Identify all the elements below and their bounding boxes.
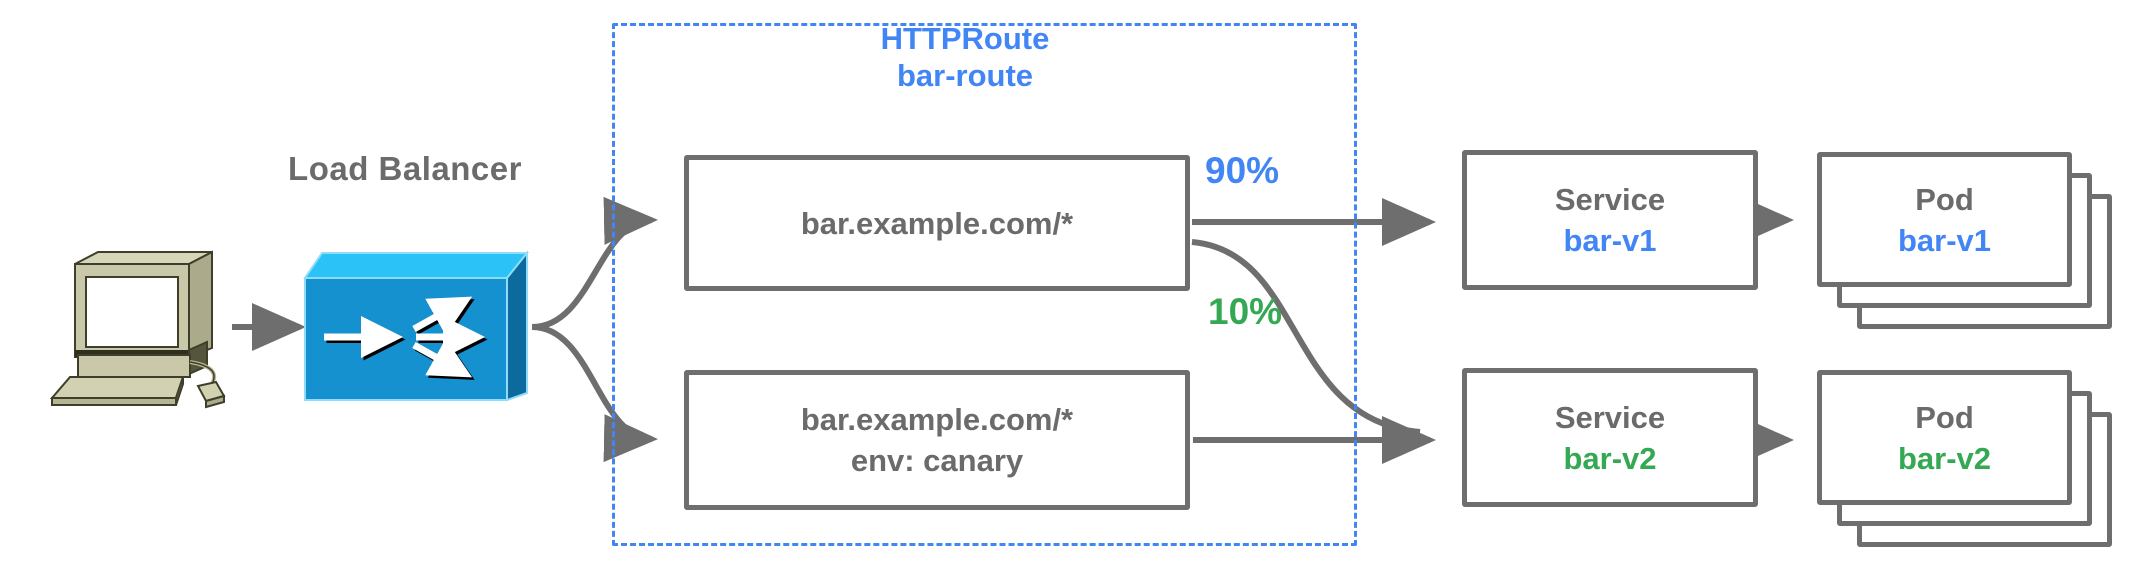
service-name-label: bar-v2	[1563, 440, 1657, 476]
pod-box-bar-v1: Pod bar-v1	[1817, 152, 2072, 287]
service-kind-label: Service	[1554, 399, 1666, 435]
weight-label-90: 90%	[1205, 150, 1280, 191]
pod-stack-bar-v1: Pod bar-v1	[1817, 152, 2112, 329]
route-rule-box-v1: bar.example.com/*	[684, 155, 1190, 291]
httproute-group-box	[612, 23, 1357, 546]
pod-name-label: bar-v1	[1897, 222, 1992, 258]
httproute-title: HTTPRoute bar-route	[760, 20, 1170, 94]
httproute-title-name: bar-route	[896, 58, 1034, 93]
pod-kind-label: Pod	[1915, 181, 1974, 217]
pod-kind-label: Pod	[1915, 399, 1974, 435]
computer-icon	[49, 250, 226, 409]
arrow-lb-to-rule2	[531, 324, 658, 463]
arrow-rule1-to-service-v2	[1191, 239, 1421, 435]
route-rule-box-canary: bar.example.com/* env: canary	[684, 370, 1190, 510]
service-kind-label: Service	[1554, 182, 1666, 217]
pod-box-bar-v2: Pod bar-v2	[1817, 370, 2072, 505]
service-name-label: bar-v1	[1563, 223, 1657, 258]
weight-label-10: 10%	[1208, 291, 1283, 332]
httproute-title-kind: HTTPRoute	[880, 21, 1050, 56]
service-box-bar-v1: Service bar-v1	[1462, 150, 1758, 290]
route-rule-header-match: env: canary	[850, 443, 1024, 478]
route-rule-match: bar.example.com/*	[800, 205, 1074, 241]
pod-stack-bar-v2: Pod bar-v2	[1817, 370, 2112, 547]
pod-name-label: bar-v2	[1897, 440, 1992, 476]
service-box-bar-v2: Service bar-v2	[1462, 368, 1758, 507]
route-rule-match: bar.example.com/*	[800, 402, 1074, 437]
load-balancer-label: Load Balancer	[288, 150, 522, 187]
arrow-lb-to-rule1	[531, 196, 658, 330]
load-balancer-icon	[303, 250, 530, 402]
